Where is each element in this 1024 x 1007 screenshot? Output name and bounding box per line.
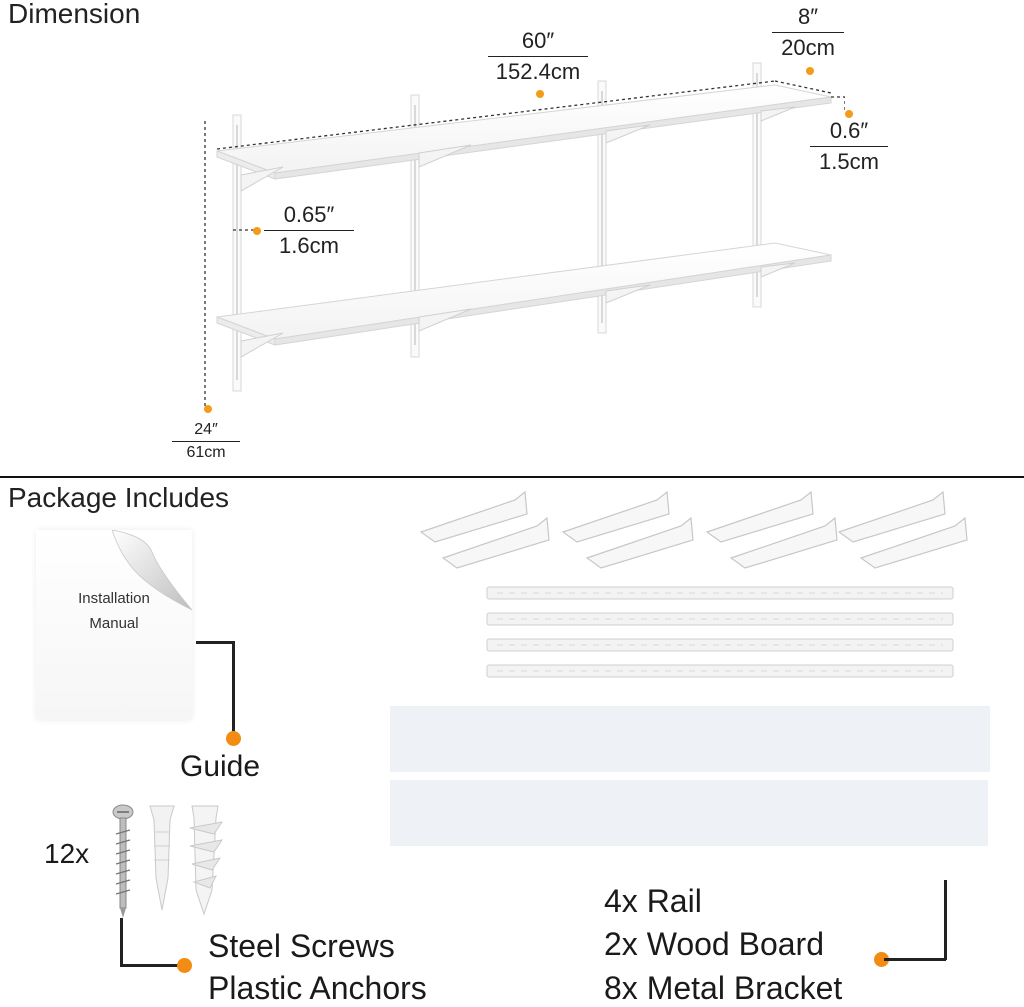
board-thickness-dimension: 0.6″ 1.5cm (810, 118, 888, 175)
page-curl-icon (112, 530, 192, 611)
guide-marker (226, 731, 241, 746)
screws-anchors-icon (112, 804, 224, 918)
depth-marker (806, 67, 814, 75)
board-thickness-imperial: 0.6″ (810, 118, 888, 147)
height-imperial: 24″ (172, 421, 240, 442)
rail-thickness-metric: 1.6cm (279, 233, 339, 258)
hardware-leader-v (120, 918, 123, 966)
shelf-illustration (204, 62, 845, 407)
hardware-marker (177, 958, 192, 973)
parts-line1: 4x Rail (604, 883, 702, 919)
height-metric: 61cm (186, 444, 226, 461)
hardware-count: 12x (44, 838, 90, 869)
wood-board-1 (390, 706, 990, 772)
manual-title-line1: Installation (78, 590, 150, 607)
parts-line2: 2x Wood Board (604, 926, 824, 962)
manual-title-line2: Manual (89, 615, 139, 632)
package-heading: Package Includes (8, 482, 230, 513)
board-thickness-marker (845, 110, 853, 118)
depth-imperial: 8″ (772, 4, 844, 33)
parts-leader-v (944, 880, 947, 960)
rails-image (486, 586, 954, 678)
guide-leader-h (196, 641, 234, 644)
rail-thickness-imperial: 0.65″ (264, 202, 354, 231)
parts-line3: 8x Metal Bracket (604, 970, 843, 1006)
width-dimension: 60″ 152.4cm (488, 28, 588, 85)
guide-label: Guide (180, 750, 261, 783)
installation-manual: Installation Manual (36, 530, 192, 720)
rail-thickness-dimension: 0.65″ 1.6cm (264, 202, 354, 259)
width-metric: 152.4cm (495, 59, 581, 84)
rail-thickness-marker (253, 227, 261, 235)
hardware-leader-h (120, 964, 180, 967)
height-dimension: 24″ 61cm (172, 421, 240, 462)
height-marker (204, 405, 212, 413)
hardware-line1: Steel Screws (208, 928, 395, 964)
depth-dimension: 8″ 20cm (772, 4, 844, 61)
board-thickness-metric: 1.5cm (819, 149, 879, 174)
depth-metric: 20cm (781, 35, 835, 60)
hardware-line2: Plastic Anchors (208, 970, 427, 1006)
width-imperial: 60″ (488, 28, 588, 57)
guide-leader-v (232, 641, 235, 733)
metal-brackets-image (419, 490, 968, 569)
section-divider (0, 476, 1024, 478)
dimension-heading: Dimension (8, 0, 141, 29)
wood-board-2 (390, 780, 988, 846)
parts-leader-h (884, 958, 946, 961)
parts-marker (874, 952, 889, 967)
width-marker (536, 90, 544, 98)
